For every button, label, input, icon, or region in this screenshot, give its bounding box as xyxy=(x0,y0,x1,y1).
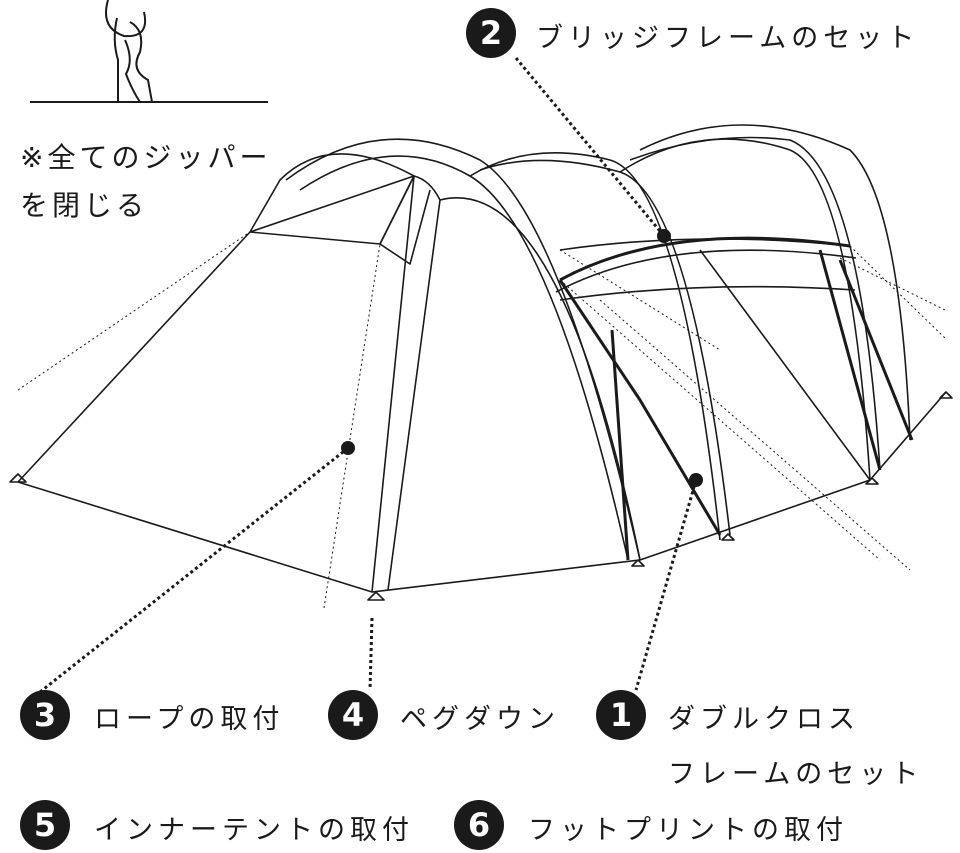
zipper-note-line1: ※全てのジッパー xyxy=(20,141,272,174)
callout-leader-lines xyxy=(39,57,698,694)
step-6-badge: 6 xyxy=(454,800,504,850)
step-5-label: インナーテントの取付 xyxy=(94,815,414,846)
step-3-label: ロープの取付 xyxy=(94,704,285,735)
step-1-badge: 1 xyxy=(596,690,646,740)
step-4-badge: 4 xyxy=(328,690,378,740)
step-6-label: フットプリントの取付 xyxy=(528,815,848,846)
step-5-badge: 5 xyxy=(20,800,70,850)
zipper-note: ※全てのジッパー を閉じる xyxy=(20,134,271,230)
zipper-note-line2: を閉じる xyxy=(20,189,149,222)
zipper-inset-illustration xyxy=(30,0,268,103)
step-2-label: ブリッジフレームのセット xyxy=(536,23,920,54)
tent-body xyxy=(9,124,953,601)
step-1-label-line1: ダブルクロス xyxy=(668,704,860,735)
callout-points xyxy=(341,229,703,487)
step-3-badge: 3 xyxy=(20,690,70,740)
step-4-label: ペグダウン xyxy=(400,704,560,735)
step-2-badge: 2 xyxy=(466,8,516,58)
guy-ropes xyxy=(17,231,946,609)
step-1-label-line2: フレームのセット xyxy=(668,759,924,790)
